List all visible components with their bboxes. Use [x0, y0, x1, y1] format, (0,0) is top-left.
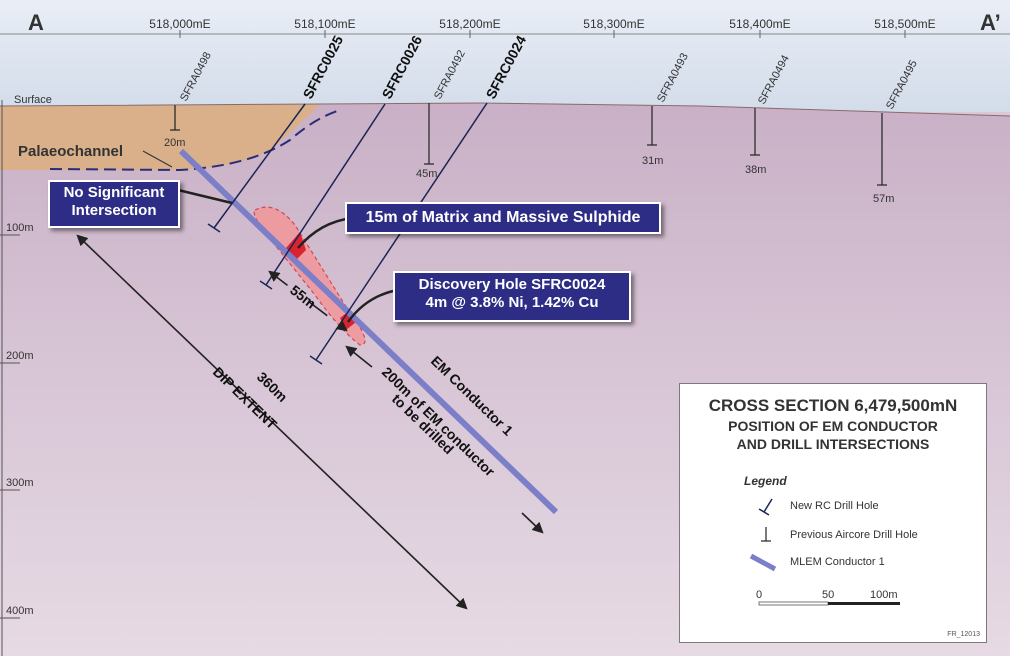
- scale-label-50: 50: [822, 589, 835, 601]
- legend-subtitle-line2: AND DRILL INTERSECTIONS: [736, 436, 930, 452]
- palaeochannel-leader: [142, 150, 173, 168]
- legend-title: CROSS SECTION 6,479,500mN: [708, 396, 958, 415]
- easting-518000: 518,000mE: [149, 17, 210, 31]
- aircore-hole-sfra0494: [750, 108, 760, 156]
- surface-line: [0, 102, 1010, 117]
- section-label-a: A: [28, 10, 44, 35]
- palaeochannel-area: [0, 104, 320, 170]
- figure-id: FR_12013: [947, 631, 980, 638]
- matrix-sulphide-callout: 15m of Matrix and Massive Sulphide: [345, 202, 661, 234]
- scale-label-100: 100m: [870, 589, 898, 601]
- depth-label-200: 200m: [6, 350, 34, 362]
- easting-518500: 518,500mE: [874, 17, 935, 31]
- no-intersection-callout: No Significant Intersection: [48, 180, 180, 228]
- section-label-a-prime: A’: [980, 10, 1001, 35]
- legend-item-rc: New RC Drill Hole: [790, 500, 879, 512]
- surface-label: Surface: [14, 94, 52, 106]
- easting-518300: 518,300mE: [583, 17, 644, 31]
- easting-518400: 518,400mE: [729, 17, 790, 31]
- no-intersection-line1: No Significant: [63, 184, 165, 201]
- no-intersection-leader: [177, 188, 233, 205]
- depth-ticks: [0, 234, 20, 619]
- depth-label-400: 400m: [6, 605, 34, 617]
- sky-area: [0, 0, 1010, 112]
- depth-label-300: 300m: [6, 477, 34, 489]
- legend-em-conductor-symbol: [749, 553, 777, 572]
- palaeochannel-label: Palaeochannel: [18, 143, 123, 160]
- discovery-line1: Discovery Hole SFRC0024: [418, 276, 606, 293]
- scale-label-0: 0: [756, 589, 763, 601]
- depth-label-100: 100m: [6, 222, 34, 234]
- aircore-hole-sfra0493: [647, 106, 657, 146]
- discovery-hole-callout: Discovery Hole SFRC0024 4m @ 3.8% Ni, 1.…: [393, 271, 631, 322]
- aircore-depth-sfra0492: 45m: [416, 168, 437, 180]
- aircore-hole-sfra0498: [170, 105, 180, 131]
- rc-drill-hole-sfrc0025: [207, 103, 306, 233]
- legend-aircore-symbol: [761, 527, 771, 542]
- to-drill-arrow-end: [521, 512, 544, 534]
- matrix-sulphide-text: 15m of Matrix and Massive Sulphide: [365, 209, 641, 226]
- legend-scale-bar: [758, 601, 900, 606]
- palaeochannel-boundary: [49, 109, 341, 172]
- easting-ticks: [179, 30, 906, 38]
- legend-panel: CROSS SECTION 6,479,500mN POSITION OF EM…: [679, 383, 987, 643]
- legend-symbols: [749, 498, 900, 606]
- aircore-hole-sfra0495: [877, 113, 887, 186]
- easting-518100: 518,100mE: [294, 17, 355, 31]
- aircore-depth-sfra0494: 38m: [745, 164, 766, 176]
- aircore-depth-sfra0495: 57m: [873, 193, 894, 205]
- legend-item-em: MLEM Conductor 1: [790, 556, 885, 568]
- legend-heading: Legend: [744, 474, 787, 488]
- legend-subtitle-line1: POSITION OF EM CONDUCTOR: [728, 418, 938, 434]
- easting-518200: 518,200mE: [439, 17, 500, 31]
- aircore-hole-sfra0492: [424, 103, 434, 165]
- legend-item-aircore: Previous Aircore Drill Hole: [790, 529, 918, 541]
- dip-extent-arrow: [76, 234, 468, 610]
- aircore-depth-sfra0498: 20m: [164, 137, 185, 149]
- discovery-line2: 4m @ 3.8% Ni, 1.42% Cu: [425, 294, 599, 311]
- no-intersection-line2: Intersection: [71, 202, 157, 219]
- aircore-depth-sfra0493: 31m: [642, 155, 663, 167]
- legend-rc-hole-symbol: [758, 498, 773, 516]
